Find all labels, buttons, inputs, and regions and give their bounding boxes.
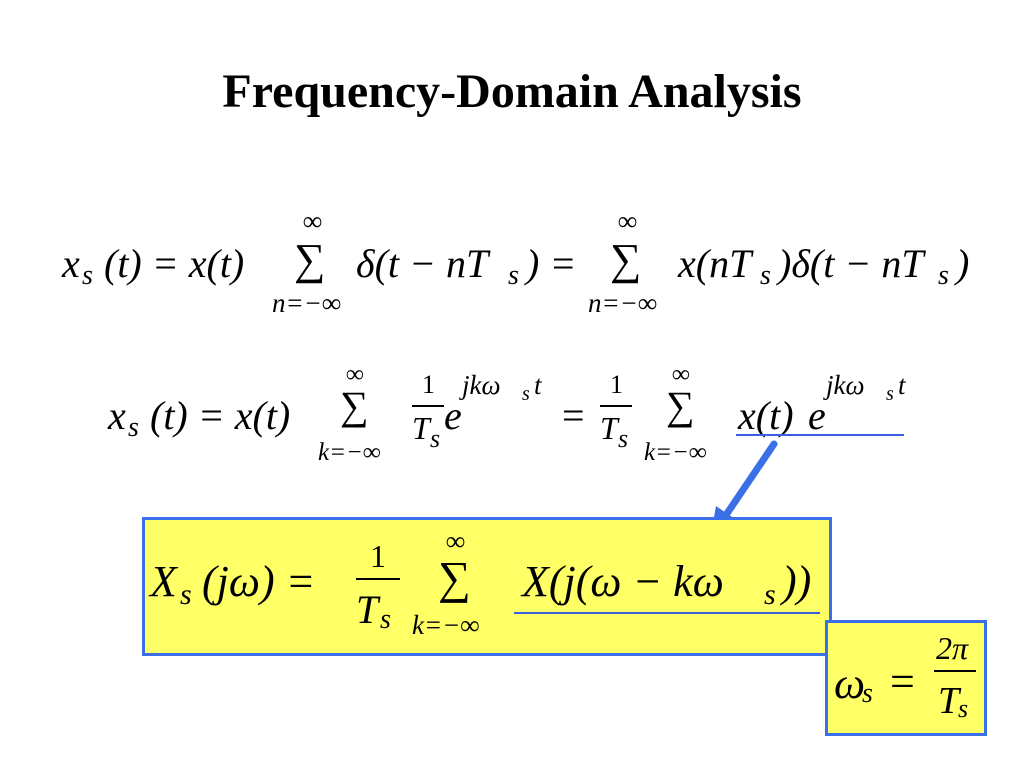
- eq4-lhs: ω: [834, 659, 866, 708]
- eq2-exponent2-end: t: [898, 370, 906, 400]
- eq4-frac-denominator: T: [938, 680, 960, 722]
- eq4-equals: =: [890, 657, 915, 706]
- eq1-term2-sub2: s: [938, 260, 949, 291]
- eq1-sum2-lower: n=−∞: [588, 288, 658, 318]
- eq2-frac1-denominator: T: [412, 410, 430, 446]
- eq2-exponent: jkω: [462, 370, 501, 400]
- eq3-lhs-sub: s: [180, 578, 192, 611]
- eq1-lhs-x: x: [62, 241, 80, 286]
- eq1-lhs-arg: (t) = x(t): [104, 241, 245, 286]
- eq1-sum2-upper: ∞: [618, 206, 638, 236]
- eq2-sum1-sigma: ∑: [340, 383, 369, 428]
- highlight-box-sampling-frequency: [825, 620, 987, 736]
- eq2-frac2-bar: [600, 405, 632, 407]
- eq2-exponent-sub: s: [522, 383, 530, 405]
- eq2-sum2-lower: k=−∞: [644, 439, 707, 466]
- eq3-term-underline: [514, 612, 820, 614]
- eq2-sum1-upper: ∞: [346, 361, 364, 388]
- eq2-sum1-lower: k=−∞: [318, 439, 381, 466]
- eq1-term1-end: ) =: [526, 241, 577, 286]
- eq2-term: x(t): [738, 393, 794, 438]
- eq1-sum1-sigma: ∑: [294, 235, 326, 284]
- eq3-frac-numerator: 1: [370, 538, 386, 574]
- eq3-term: X(j(ω − kω: [522, 557, 724, 606]
- eq3-lhs-arg: (jω) =: [202, 557, 316, 606]
- eq2-frac1-bar: [412, 405, 444, 407]
- eq2-exponent-end: t: [534, 370, 542, 400]
- eq1-lhs-sub: s: [82, 260, 93, 291]
- eq2-exp2-base: e: [808, 393, 826, 438]
- eq1-sum2-sigma: ∑: [610, 235, 642, 284]
- eq2-equals: =: [562, 393, 585, 438]
- eq2-frac2-den-sub: s: [618, 424, 629, 453]
- eq1-term2-sub: s: [760, 260, 771, 291]
- slide-title: Frequency-Domain Analysis: [222, 65, 802, 118]
- highlight-box-spectrum: [142, 517, 832, 656]
- eq4-frac-bar: [934, 670, 976, 672]
- eq1-term1-sub: s: [508, 260, 519, 291]
- eq2-lhs-sub: s: [128, 412, 139, 443]
- eq2-lhs-arg: (t) = x(t): [150, 393, 291, 438]
- eq2-lhs-x: x: [108, 393, 126, 438]
- eq2-term-underline: [736, 434, 904, 436]
- eq2-frac1-numerator: 1: [422, 370, 435, 399]
- eq4-frac-numerator: 2π: [936, 630, 969, 666]
- eq1-term2-mid: )δ(t − nT: [778, 241, 924, 286]
- eq3-lhs-X: X: [150, 557, 177, 606]
- eq2-frac2-denominator: T: [600, 410, 618, 446]
- eq3-term-end: )): [782, 557, 812, 606]
- eq3-frac-bar: [356, 578, 400, 580]
- eq1-term1: δ(t − nT: [356, 241, 489, 286]
- eq3-frac-denominator: T: [356, 587, 379, 632]
- eq1-sum1-lower: n=−∞: [272, 288, 342, 318]
- eq2-sum2-upper: ∞: [672, 361, 690, 388]
- eq4-frac-den-sub: s: [958, 694, 969, 723]
- eq3-frac-den-sub: s: [380, 604, 391, 635]
- eq3-sum-lower: k=−∞: [412, 610, 480, 640]
- eq1-term2-end: ): [956, 241, 970, 286]
- eq2-sum2-sigma: ∑: [666, 383, 695, 428]
- eq1-sum1-upper: ∞: [303, 206, 323, 236]
- eq3-sum-sigma: ∑: [438, 552, 471, 603]
- eq3-sum-upper: ∞: [446, 526, 466, 556]
- eq4-lhs-sub: s: [862, 678, 873, 709]
- eq2-frac2-numerator: 1: [610, 370, 623, 399]
- eq2-exponent2-sub: s: [886, 383, 894, 405]
- eq2-exponent2: jkω: [826, 370, 865, 400]
- eq1-term2: x(nT: [678, 241, 752, 286]
- eq3-term-sub: s: [764, 578, 776, 611]
- eq2-exp-base: e: [444, 393, 462, 438]
- eq2-frac1-den-sub: s: [430, 424, 441, 453]
